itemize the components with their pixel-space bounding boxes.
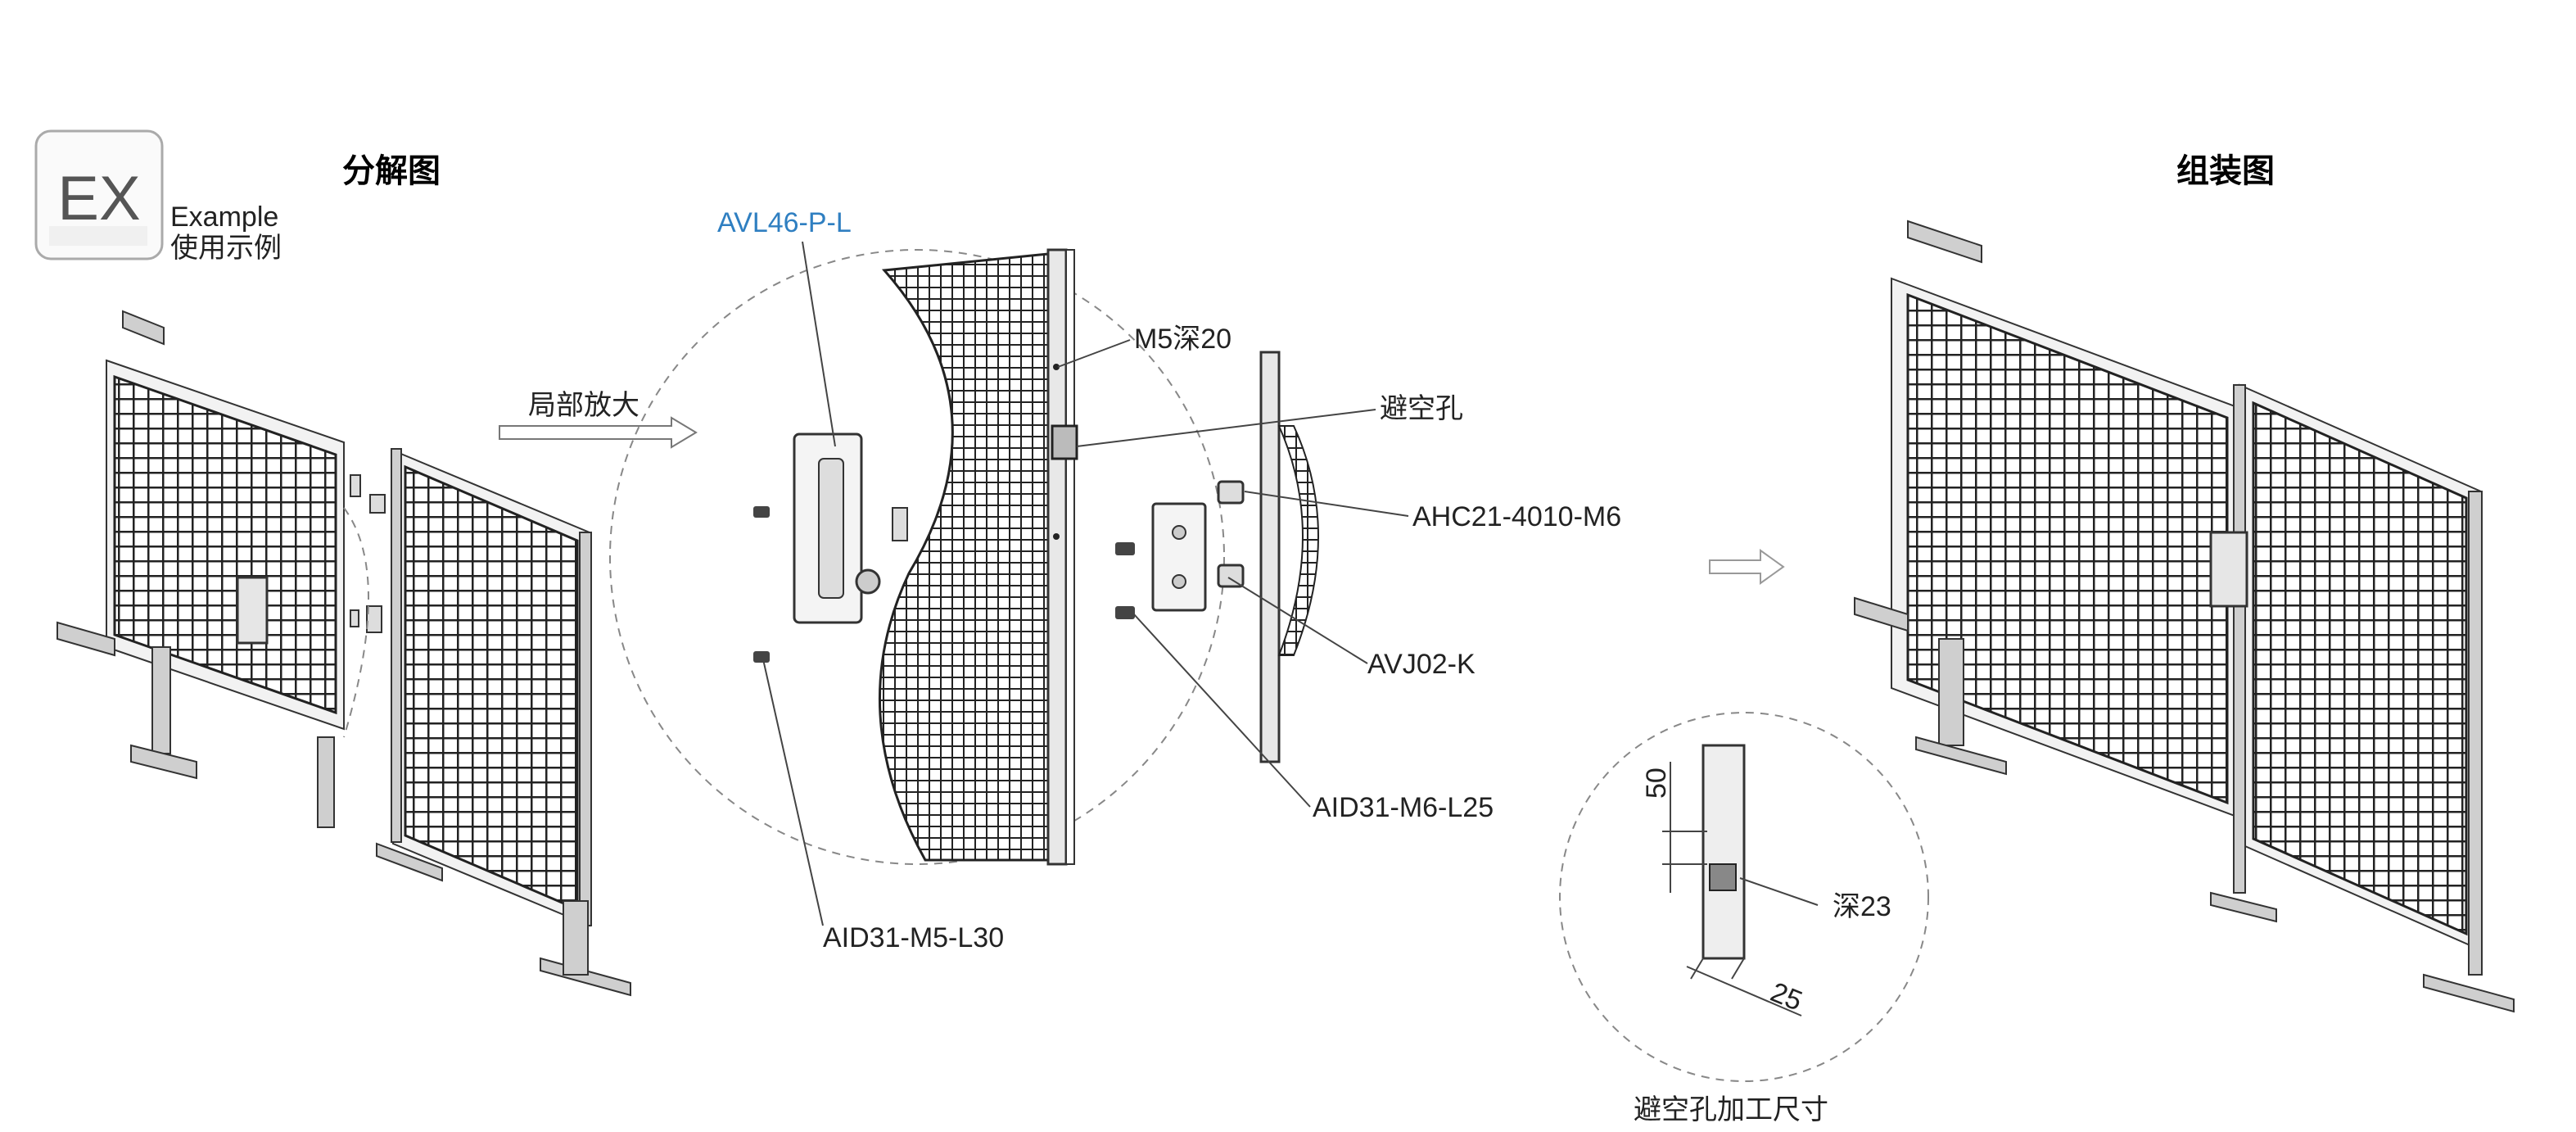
assembled-handle-icon [2209,531,2248,608]
zoom-detail-circle [609,249,1225,865]
handle-callout-label: AVL46-P-L [717,207,852,238]
clearance-hole-detail [1559,712,1929,1082]
m6-screw-callout-label: AID31-M6-L25 [1313,792,1494,823]
m5-screw-callout-label: AID31-M5-L30 [823,922,1004,953]
depth-dimension-label: 深23 [1833,891,1891,922]
clearance-hole-callout-label: 避空孔 [1380,393,1463,424]
block-callout-label: AVJ02-K [1367,649,1476,680]
badge-code: EX [57,164,140,233]
example-badge: EX Example 使用示例 [34,129,282,264]
door-handle-part [793,432,908,624]
result-arrow-icon [1709,549,1785,585]
width-dimension-label: 25 [1766,976,1806,1017]
catch-block-part [1115,480,1245,619]
zoom-arrow: 局部放大 [499,390,698,449]
zoom-mesh-panel [878,252,1050,862]
detail-caption: 避空孔加工尺寸 [1634,1094,1828,1125]
threaded-hole-icon [1053,364,1060,370]
height-dimension-label: 50 [1641,767,1672,799]
catch-nut-icon [1217,480,1245,505]
assembled-left-gate [1854,220,2244,821]
zoom-arrow-label: 局部放大 [528,390,639,421]
exploded-left-gate [56,310,345,828]
m5-screws [753,506,770,663]
exploded-detail-marker [343,507,369,738]
callout-leaders [762,241,1409,926]
badge-example-cn-label: 使用示例 [170,233,282,264]
exploded-right-gate [376,448,631,997]
zoom-right-post [1259,351,1281,763]
exploded-view-heading: 分解图 [342,153,441,189]
hole-detail-circle [1559,712,1929,1082]
hole-detail-cut [1709,863,1737,891]
catch-callout-label: AHC21-4010-M6 [1412,501,1621,532]
assembled-right-gate [2209,383,2515,1013]
badge-example-label: Example [170,201,278,233]
hole-detail-post [1702,744,1746,960]
clearance-hole-icon [1051,424,1078,460]
exploded-handle-icon [236,576,269,645]
assembled-view-heading: 组装图 [2176,153,2275,189]
zoom-frame-post [1046,248,1068,866]
exploded-small-parts [350,474,386,633]
m6-screw-icon [1115,542,1135,555]
hole-depth-callout-label: M5深20 [1134,324,1232,355]
